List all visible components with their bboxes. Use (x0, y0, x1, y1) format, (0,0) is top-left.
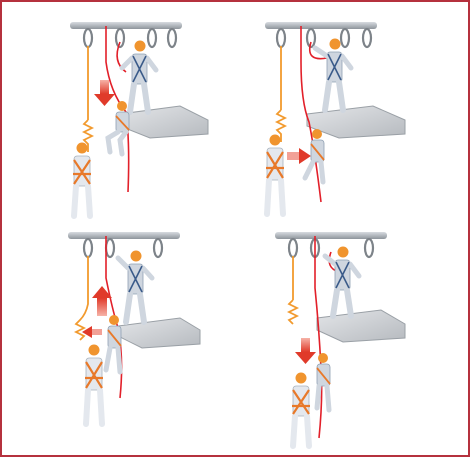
rescuer-worker (122, 41, 156, 113)
rescue-step-2-panel (235, 2, 468, 228)
rescue-step-4-panel (235, 228, 468, 454)
overhead-rail (70, 22, 182, 29)
overhead-rail (68, 232, 180, 239)
rescue-step-2-illustration (235, 2, 468, 228)
carabiner-icon (84, 29, 176, 47)
overhead-rail (275, 232, 387, 239)
rescue-step-1-panel (2, 2, 235, 228)
rescue-step-1-illustration (2, 2, 235, 228)
orange-lifeline (76, 256, 88, 340)
arrow-down-icon (295, 338, 316, 364)
carabiner-icon (277, 29, 371, 47)
carabiner-icon (84, 239, 162, 257)
suspended-worker (317, 353, 330, 410)
ground-worker (266, 135, 284, 215)
rescuer-worker (325, 247, 359, 317)
ground-worker (85, 345, 103, 425)
suspended-worker (106, 315, 121, 372)
arrow-down-icon (94, 80, 115, 106)
orange-lifeline (289, 256, 297, 324)
overhead-rail (265, 22, 377, 29)
arrow-right-icon (287, 148, 311, 164)
orange-lifeline (277, 46, 285, 142)
rescue-step-3-illustration (2, 228, 235, 454)
rescuer-worker (118, 251, 152, 323)
orange-lifeline (84, 46, 92, 152)
ground-worker (73, 143, 91, 217)
work-platform (118, 318, 200, 348)
rescue-step-3-panel (2, 228, 235, 454)
rescuer-worker (315, 39, 351, 111)
rescue-step-4-illustration (235, 228, 468, 454)
suspended-worker (108, 101, 129, 154)
ground-worker (292, 373, 310, 447)
